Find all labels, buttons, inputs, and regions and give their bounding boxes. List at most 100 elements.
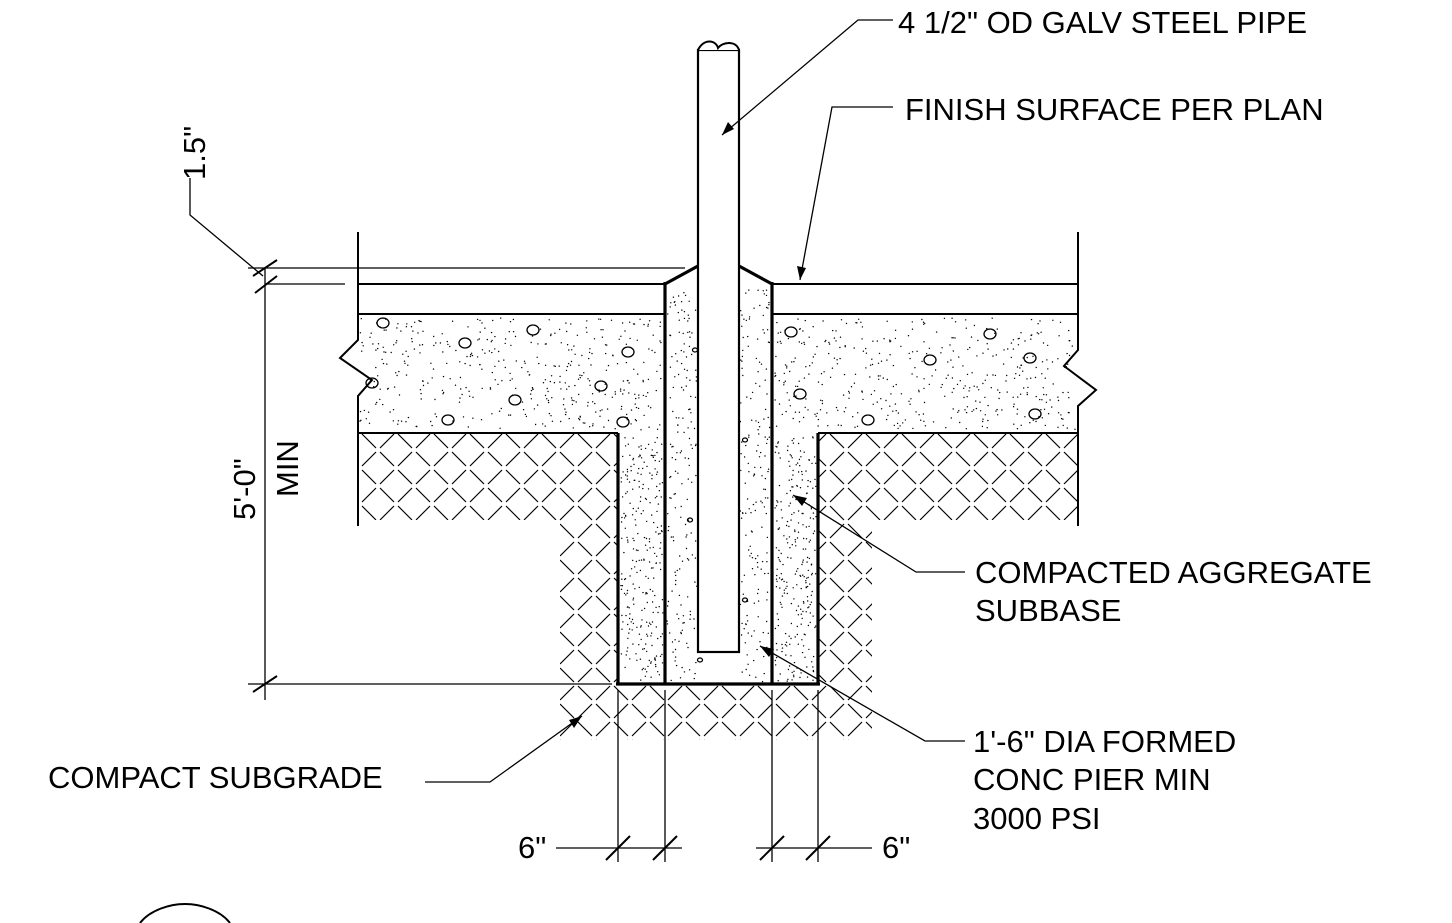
stipple-dot [646,635,649,637]
stipple-dot [635,510,637,512]
stipple-dot [442,393,444,395]
stipple-dot [921,360,923,363]
stipple-dot [947,361,949,363]
stipple-dot [808,336,810,338]
stipple-dot [793,676,795,678]
stipple-dot [469,364,471,367]
stipple-dot [965,319,967,321]
stipple-dot [446,362,448,365]
stipple-dot [807,576,809,579]
stipple-dot [1039,320,1041,322]
stipple-dot [621,578,623,580]
stipple-dot [682,417,684,419]
stipple-dot [650,407,652,409]
stipple-dot [405,421,407,423]
stipple-dot [560,420,562,423]
stipple-dot [623,389,625,391]
stipple-dot [781,606,783,608]
stipple-dot [581,374,583,377]
stipple-dot [803,576,805,578]
stipple-dot [645,537,648,540]
stipple-dot [839,346,841,349]
stipple-dot [842,394,845,396]
stipple-dot [621,614,623,617]
stipple-dot [671,641,674,643]
stipple-dot [659,424,661,426]
stipple-dot [787,678,789,681]
stipple-dot [674,660,676,662]
stipple-dot [446,340,448,343]
stipple-dot [620,481,622,483]
stipple-dot [788,479,790,481]
stipple-dot [681,483,683,485]
stipple-dot [817,425,819,427]
stipple-dot [484,327,486,329]
stipple-dot [799,450,802,452]
stipple-dot [638,586,640,589]
stipple-dot [778,380,780,382]
stipple-dot [623,578,626,581]
stipple-dot [1069,340,1071,342]
stipple-dot [791,544,793,546]
stipple-dot [639,500,642,503]
stipple-dot [687,314,689,316]
stipple-dot [536,404,539,406]
stipple-dot [679,568,681,570]
stipple-dot [753,602,755,604]
stipple-dot [779,601,781,604]
stipple-dot [695,369,697,371]
stipple-dot [800,608,802,610]
stipple-dot [741,355,743,358]
stipple-dot [754,557,757,560]
stipple-dot [656,370,658,373]
aggregate-stone [686,517,694,523]
stipple-dot [965,428,967,430]
stipple-dot [655,562,657,565]
stipple-dot [754,509,756,512]
stipple-dot [634,566,636,568]
stipple-dot [691,554,694,556]
stipple-dot [928,347,931,349]
stipple-dot [890,393,892,395]
stipple-dot [844,345,846,347]
stipple-dot [479,331,481,333]
stipple-dot [661,644,664,646]
stipple-dot [660,525,663,527]
stipple-dot [643,323,645,326]
stipple-dot [632,507,634,510]
stipple-dot [582,422,584,424]
stipple-dot [1024,416,1026,418]
stipple-dot [752,475,755,477]
stipple-dot [359,332,362,334]
stipple-dot [802,610,804,613]
stipple-dot [920,419,922,421]
stipple-dot [995,410,997,412]
stipple-dot [638,394,640,396]
stipple-dot [998,397,1000,400]
stipple-dot [797,471,800,473]
stipple-dot [695,443,697,445]
stipple-dot [601,336,604,338]
stipple-dot [935,331,938,333]
stipple-dot [655,531,657,533]
stipple-dot [743,318,745,320]
stipple-dot [1057,412,1060,414]
stipple-dot [641,669,643,671]
stipple-dot [626,413,628,416]
stipple-dot [1060,417,1063,420]
stipple-dot [637,549,639,552]
stipple-dot [1068,354,1071,357]
pipe-label: 4 1/2" OD GALV STEEL PIPE [898,5,1307,40]
stipple-dot [820,399,822,401]
stipple-dot [757,421,760,424]
stipple-dot [639,569,642,572]
stipple-dot [632,583,634,585]
stipple-dot [654,497,657,499]
stipple-dot [654,441,656,444]
stipple-dot [1058,335,1060,337]
stipple-dot [494,365,496,368]
stipple-dot [638,644,640,646]
stipple-dot [808,648,810,651]
stipple-dot [916,350,918,352]
stipple-dot [755,382,757,385]
